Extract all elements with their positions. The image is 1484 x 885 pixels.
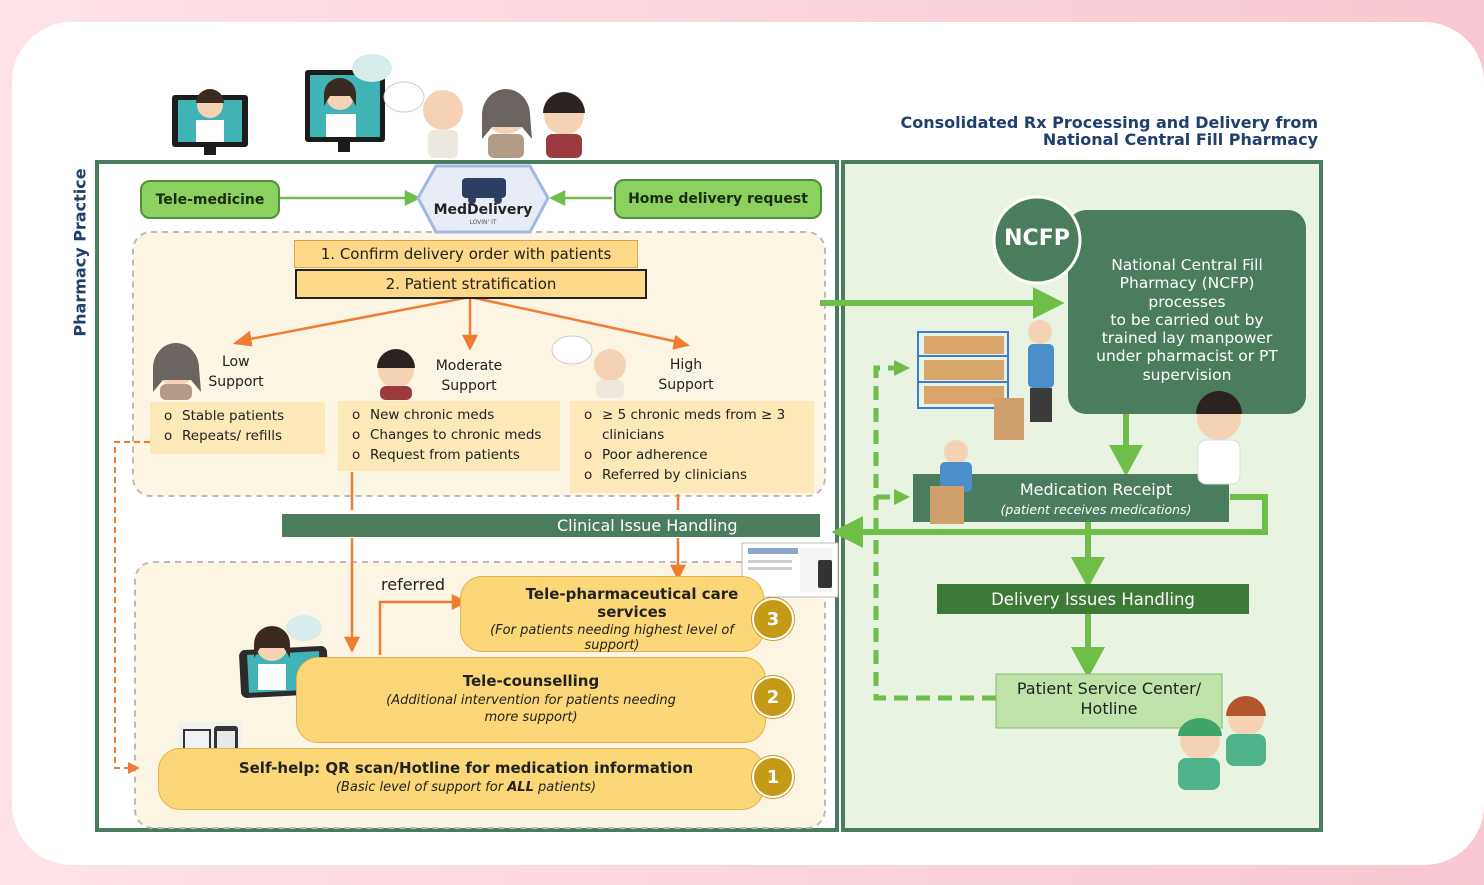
low-support-avatar (153, 343, 201, 400)
criteria-item: Referred by clinicians (584, 465, 808, 485)
service-center-label: Patient Service Center/ Hotline (996, 679, 1222, 719)
ncfp-line: to be carried out by (1110, 310, 1264, 329)
hotline-agents-illustration (1178, 696, 1266, 790)
high-title-2: Support (658, 377, 714, 393)
moderate-title-1: Moderate (435, 358, 503, 374)
high-title-1: High (669, 357, 703, 373)
service-center-line-2: Hotline (1080, 699, 1138, 718)
ncfp-circle (992, 195, 1082, 285)
title-line-2: National Central Fill Pharmacy (1042, 130, 1318, 149)
home-delivery-pill: Home delivery request (614, 179, 822, 219)
dashed-return-arrows (873, 365, 996, 701)
service-center-line-1: Patient Service Center/ (1016, 679, 1202, 698)
logo-tagline: LOVIN' IT (469, 219, 497, 226)
service-title: Tele-pharmaceutical care services (525, 585, 739, 621)
high-support-title: High Support (652, 355, 720, 395)
high-support-criteria: ≥ 5 chronic meds from ≥ 3 clinicians Poo… (570, 401, 814, 493)
patients-group-illustration (423, 89, 585, 158)
service-sub: (Basic level of support for ALL patients… (159, 780, 763, 795)
ncfp-badge-text: NCFP (1004, 226, 1070, 251)
low-support-title: Low Support (204, 352, 268, 392)
service-sub-1: (For patients needing highest level of (490, 623, 734, 638)
dashed-arrowhead (128, 762, 140, 774)
criteria-item: Changes to chronic meds (352, 425, 554, 445)
green-arrows-top (280, 189, 612, 207)
criteria-item: Request from patients (352, 445, 554, 465)
badge-level-2: 2 (752, 676, 794, 718)
telemedicine-pill: Tele-medicine (140, 180, 280, 219)
pharmacist-illustration (1196, 391, 1242, 485)
referred-label: referred (381, 575, 446, 594)
med-receipt-sub: (patient receives medications) (1000, 502, 1192, 517)
tele-counselling-service: Tele-counselling (Additional interventio… (296, 657, 766, 743)
step-stratification: 2. Patient stratification (295, 269, 647, 299)
clinical-issue-label: Clinical Issue Handling (557, 516, 738, 535)
ncfp-line: Pharmacy (NCFP) (1119, 274, 1255, 293)
moderate-support-avatar (377, 349, 415, 400)
page-title: Consolidated Rx Processing and Delivery … (880, 114, 1318, 148)
right-flow-arrows (820, 287, 1268, 679)
ncfp-line: National Central Fill (1111, 256, 1263, 274)
ncfp-box (1068, 210, 1306, 414)
logo-text: MedDelivery (433, 202, 533, 218)
criteria-item: Repeats/ refills (164, 426, 319, 446)
med-receipt-title: Medication Receipt (1019, 480, 1173, 499)
moderate-title-2: Support (441, 378, 497, 394)
meddelivery-logo (416, 164, 550, 234)
moderate-support-title: Moderate Support (430, 356, 508, 396)
doctor-monitor-illustration (172, 89, 248, 155)
badge-level-3: 3 (752, 598, 794, 640)
ncfp-line: under pharmacist or PT (1096, 347, 1278, 366)
orange-flow-lines (343, 472, 687, 655)
criteria-item-continued: clinicians (602, 427, 665, 443)
service-sub-2: more support) (484, 710, 578, 725)
service-sub-2: support) (584, 638, 640, 653)
criteria-item: Stable patients (164, 406, 319, 426)
ncfp-line: supervision (1142, 365, 1232, 384)
step-confirm-order: 1. Confirm delivery order with patients (294, 240, 638, 268)
service-sub-1: (Additional intervention for patients ne… (386, 693, 676, 708)
service-sub-post: patients) (533, 780, 597, 795)
service-title: Self-help: QR scan/Hotline for medicatio… (238, 759, 694, 777)
ncfp-line: trained lay manpower (1101, 329, 1273, 348)
stratification-arrows (232, 295, 690, 351)
low-title-1: Low (222, 354, 250, 370)
ncfp-line: processes (1148, 292, 1226, 311)
badge-level-1: 1 (752, 756, 794, 798)
delivery-issues-box (937, 584, 1249, 614)
moderate-support-criteria: New chronic meds Changes to chronic meds… (338, 401, 560, 471)
low-title-2: Support (208, 374, 264, 390)
warehouse-illustration (917, 320, 1054, 440)
delivery-issues-label: Delivery Issues Handling (991, 589, 1195, 609)
criteria-item: Poor adherence (584, 445, 808, 465)
low-support-criteria: Stable patients Repeats/ refills (150, 402, 325, 454)
service-title: Tele-counselling (462, 672, 600, 690)
service-sub-pre: (Basic level of support for (335, 780, 508, 795)
ncfp-description: National Central Fill Pharmacy (NCFP) pr… (1082, 256, 1292, 384)
title-line-1: Consolidated Rx Processing and Delivery … (900, 113, 1318, 132)
telecounselling-monitor-illustration (305, 54, 425, 152)
service-sub-bold: ALL (507, 780, 534, 795)
criteria-item: ≥ 5 chronic meds from ≥ 3 (584, 405, 808, 425)
tele-pharmaceutical-service: Tele-pharmaceutical care services (For p… (460, 576, 764, 653)
delivery-man-illustration (930, 440, 972, 524)
self-help-service: Self-help: QR scan/Hotline for medicatio… (158, 748, 764, 810)
high-support-avatar (551, 335, 626, 398)
side-label: Pharmacy Practice (70, 168, 90, 337)
service-center-box (995, 673, 1223, 729)
clinical-issue-bar (282, 514, 820, 537)
criteria-item: New chronic meds (352, 405, 554, 425)
